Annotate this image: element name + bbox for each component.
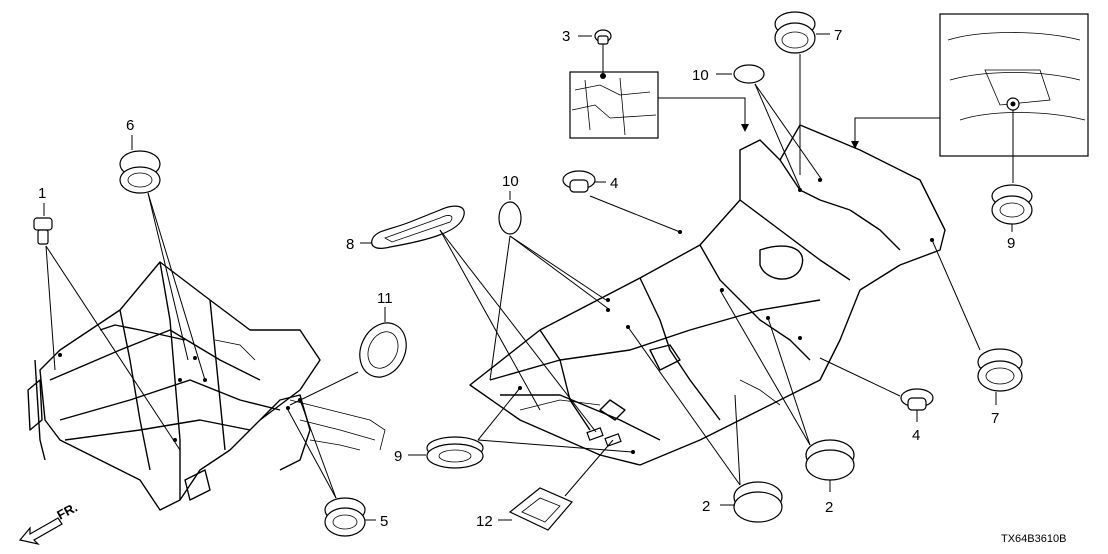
callout-7-bottom: 7: [991, 410, 999, 427]
part-10-plug-mid: [498, 201, 522, 235]
part-2-plug-right: [805, 439, 855, 481]
front-subframe-drawing: [27, 261, 386, 511]
part-2-plug-bottom: [733, 481, 783, 523]
part-5-grommet: [324, 497, 366, 537]
callout-9-left: 9: [394, 448, 402, 465]
callout-5: 5: [380, 513, 388, 530]
inset-detail-a: [569, 71, 659, 139]
callout-labels: 1 2 2 3 4 4 5 6 7 7 8 9 9 10 10 11 12: [38, 27, 1015, 530]
callout-1: 1: [38, 185, 46, 202]
part-9-grommet-right: [991, 184, 1033, 225]
part-10-plug-top: [733, 64, 765, 84]
part-6-grommet: [119, 150, 161, 194]
part-4-plug-bottom: [900, 388, 934, 411]
callout-4-top: 4: [610, 175, 618, 192]
callout-10-top: 10: [692, 67, 709, 84]
callout-2-bottom: 2: [702, 498, 710, 515]
floor-pan-drawing: [469, 124, 946, 466]
callout-6: 6: [126, 117, 134, 134]
callout-10-mid: 10: [502, 173, 519, 190]
callout-12: 12: [476, 513, 493, 530]
part-7-grommet-bottom: [977, 348, 1023, 392]
drawing-code: TX64B3610B: [1001, 533, 1066, 545]
callout-2-right: 2: [825, 499, 833, 516]
part-1-clip: [33, 217, 53, 245]
part-9-grommet-left: [426, 436, 484, 469]
callout-8: 8: [346, 236, 354, 253]
inset-detail-b: [939, 13, 1089, 157]
callout-4-bottom: 4: [912, 427, 920, 444]
part-8-grommet-long: [371, 205, 465, 249]
leader-lines: [43, 33, 1014, 521]
callout-7-top: 7: [834, 27, 842, 44]
callout-9-right: 9: [1007, 235, 1015, 252]
callout-3: 3: [562, 28, 570, 45]
front-direction-arrow: FR.: [18, 500, 80, 546]
part-12-grommet-rect: [508, 487, 573, 531]
part-4-plug-top: [562, 170, 596, 193]
part-7-grommet-top: [774, 11, 816, 54]
part-3-clip: [594, 29, 612, 45]
part-11-grommet-oval: [359, 322, 407, 378]
callout-11: 11: [377, 290, 393, 307]
